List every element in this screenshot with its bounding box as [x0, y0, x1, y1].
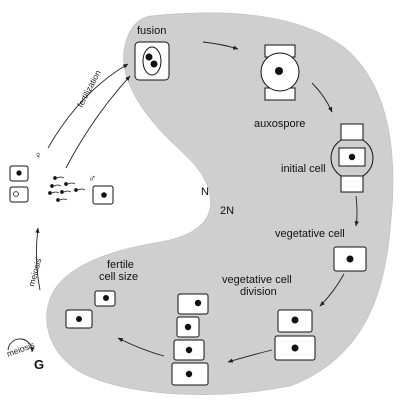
vegetative-cell — [333, 246, 367, 272]
fusion-cell — [134, 41, 170, 81]
g-phase-label: G — [34, 357, 44, 372]
haploid-label: N — [201, 186, 209, 198]
male-symbol: ♂ — [88, 173, 96, 185]
auxospore-label: auxospore — [254, 118, 305, 130]
dividing-cells — [274, 309, 316, 361]
vegetative-cell-label: vegetative cell — [275, 228, 345, 240]
female-symbol: ♀ — [34, 150, 42, 162]
vegetative-cell-division-label-line2: division — [240, 286, 277, 298]
meiosis-arrow-label: meiosis — [26, 257, 43, 287]
sperm-cells — [48, 176, 86, 202]
cycle-arrows — [7, 41, 359, 363]
fertile-cells — [65, 290, 116, 329]
gametes-group — [9, 165, 114, 205]
initial-cell — [330, 123, 374, 193]
fertile-cell-size-label-line2: cell size — [99, 271, 138, 283]
initial-cell-label: initial cell — [281, 163, 326, 175]
fusion-label: fusion — [137, 25, 166, 37]
diploid-region — [46, 12, 394, 395]
meiosis-corner-label: meiosis — [5, 340, 35, 359]
fertile-cell-size-label-line1: fertile — [107, 259, 134, 271]
auxospore-cell — [260, 44, 300, 101]
diploid-label: 2N — [220, 205, 234, 217]
fertilization-label: fertilization — [75, 68, 103, 109]
cell-stack — [171, 293, 209, 386]
vegetative-cell-division-label-line1: vegetative cell — [222, 274, 292, 286]
